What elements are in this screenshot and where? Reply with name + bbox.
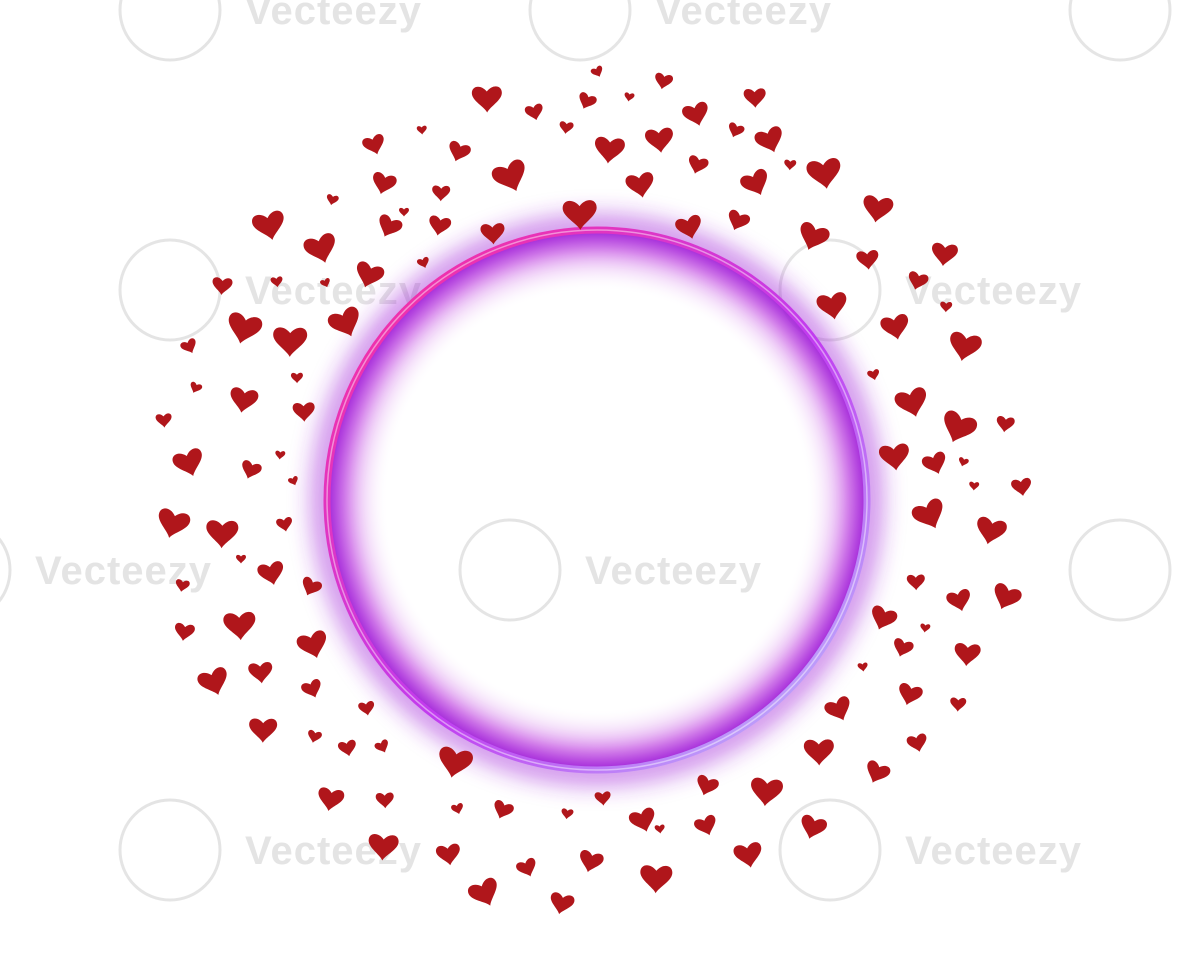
neon-ring-highlight bbox=[326, 229, 868, 771]
watermark-logo: Vecteezy bbox=[1068, 0, 1172, 62]
watermark-logo: Vecteezy bbox=[118, 0, 422, 62]
watermark-logo: Vecteezy bbox=[778, 798, 1082, 902]
watermark-logo: Vecteezy bbox=[528, 0, 832, 62]
watermark-text: Vecteezy bbox=[905, 829, 1082, 873]
watermark-text: Vecteezy bbox=[655, 0, 832, 33]
watermark-text: Vecteezy bbox=[245, 829, 422, 873]
ring-inner-glow bbox=[329, 232, 865, 768]
watermark-logo: Vecteezy bbox=[1068, 518, 1172, 622]
watermark-text: Vecteezy bbox=[905, 269, 1082, 313]
watermark-text: Vecteezy bbox=[245, 0, 422, 33]
neon-ring bbox=[323, 226, 871, 774]
